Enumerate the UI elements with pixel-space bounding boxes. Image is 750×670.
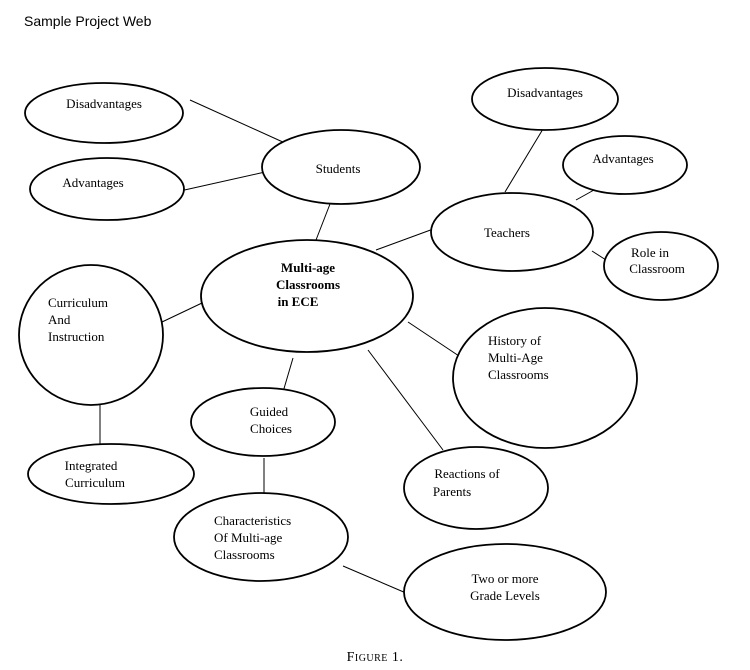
svg-text:Advantages: Advantages [592, 151, 653, 166]
edge-teachers-role [591, 250, 607, 261]
svg-text:Parents: Parents [433, 484, 471, 499]
node-teachers-advantages: Advantages [562, 135, 688, 195]
svg-text:Characteristics: Characteristics [214, 513, 291, 528]
node-teachers-role: Role in Classroom [603, 231, 719, 301]
node-grade-levels: Two or more Grade Levels [403, 543, 607, 641]
edge-center-reactions [367, 349, 444, 451]
svg-text:Role in: Role in [631, 245, 669, 260]
node-students: Students [261, 129, 421, 205]
edge-students-advantages [179, 171, 266, 192]
figure-caption: Figure 1. [346, 650, 404, 665]
edge-teachers-advantages [575, 189, 595, 201]
svg-text:Choices: Choices [250, 421, 292, 436]
edge-students-disadvantages [189, 99, 286, 144]
node-teachers: Teachers [430, 192, 594, 272]
svg-text:Classroom: Classroom [629, 261, 685, 276]
svg-text:Classrooms: Classrooms [488, 367, 549, 382]
svg-text:Multi-Age: Multi-Age [488, 350, 543, 365]
svg-text:Teachers: Teachers [484, 225, 530, 240]
node-reactions-parents: Reactions of Parents [403, 446, 549, 530]
edge-center-students [315, 203, 331, 241]
svg-text:And: And [48, 312, 71, 327]
svg-text:Curriculum: Curriculum [65, 475, 125, 490]
svg-text:Reactions of: Reactions of [434, 466, 500, 481]
svg-text:Advantages: Advantages [62, 175, 123, 190]
node-teachers-disadvantages: Disadvantages [471, 67, 619, 131]
page-title: Sample Project Web [24, 13, 152, 29]
edge-center-curriculum [161, 302, 203, 323]
svg-text:Multi-age: Multi-age [281, 260, 335, 275]
svg-text:Integrated: Integrated [65, 458, 118, 473]
svg-text:Disadvantages: Disadvantages [66, 96, 142, 111]
connectors [99, 99, 607, 594]
svg-text:Instruction: Instruction [48, 329, 105, 344]
svg-text:Classrooms: Classrooms [276, 277, 340, 292]
edge-center-teachers [375, 227, 437, 251]
svg-text:in ECE: in ECE [278, 294, 319, 309]
svg-text:Two or more: Two or more [472, 571, 539, 586]
edge-characteristics-grades [342, 565, 407, 594]
edge-center-guided [282, 357, 294, 393]
node-history: History of Multi-Age Classrooms [452, 307, 638, 449]
svg-text:Of Multi-age: Of Multi-age [214, 530, 282, 545]
node-integrated-curriculum: Integrated Curriculum [27, 443, 195, 505]
svg-text:Curriculum: Curriculum [48, 295, 108, 310]
edge-center-history [407, 321, 463, 359]
edge-teachers-disadvantages [504, 128, 544, 193]
svg-text:Disadvantages: Disadvantages [507, 85, 583, 100]
node-curriculum: Curriculum And Instruction [18, 264, 164, 406]
node-center-topic: Multi-age Classrooms in ECE [200, 239, 414, 353]
node-characteristics: Characteristics Of Multi-age Classrooms [173, 492, 349, 582]
svg-text:History of: History of [488, 333, 542, 348]
node-students-disadvantages: Disadvantages [24, 82, 184, 144]
svg-text:Classrooms: Classrooms [214, 547, 275, 562]
node-students-advantages: Advantages [29, 157, 185, 221]
svg-text:Grade Levels: Grade Levels [470, 588, 540, 603]
node-guided-choices: Guided Choices [190, 387, 336, 457]
svg-text:Students: Students [316, 161, 361, 176]
svg-text:Guided: Guided [250, 404, 289, 419]
